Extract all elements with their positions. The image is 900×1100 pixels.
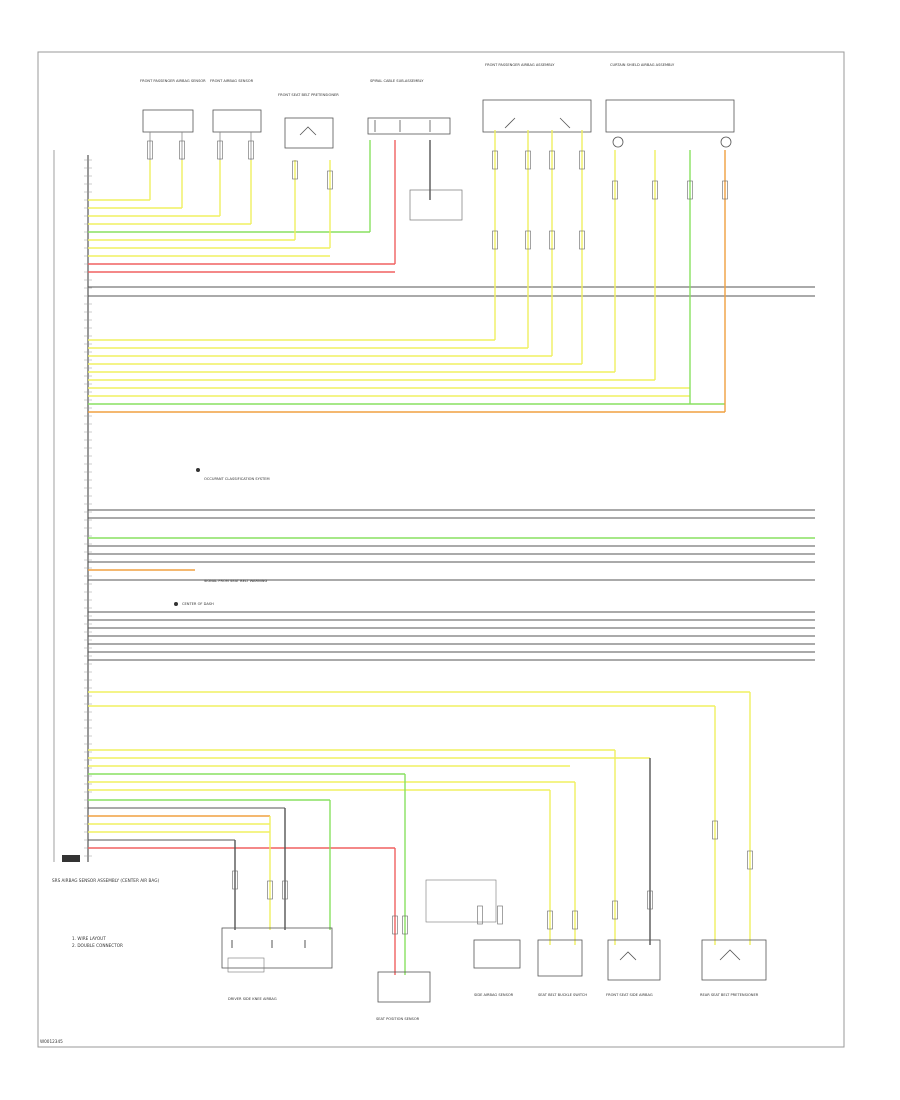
connector-marker-3 (248, 140, 254, 160)
svg-text:SPIRAL CABLE SUB-ASSEMBLY: SPIRAL CABLE SUB-ASSEMBLY (370, 79, 424, 83)
bottom-label-3: SEAT BELT BUCKLE SWITCH (538, 993, 587, 997)
svg-text:FRONT PASSENGER AIRBAG ASSEMBL: FRONT PASSENGER AIRBAG ASSEMBLY (485, 63, 555, 67)
bottom-label-0: DRIVER SIDE KNEE AIRBAG (228, 997, 277, 1001)
top-component-labels: FRONT PASSENGER AIRBAG SENSOR FRONT AIRB… (140, 63, 675, 97)
connector-marker-27 (267, 880, 273, 900)
connector-marker-16 (687, 180, 693, 200)
bottom-label-1: SEAT POSITION SENSOR (376, 1017, 420, 1021)
connector-marker-1 (179, 140, 185, 160)
connector-marker-23 (547, 910, 553, 930)
connector-marker-26 (282, 880, 288, 900)
top-label-5: CURTAIN SHIELD AIRBAG ASSEMBLY (610, 63, 675, 67)
legend-item-0: 1. WIRE LAYOUT (72, 936, 106, 941)
svg-text:SEAT POSITION SENSOR: SEAT POSITION SENSOR (376, 1017, 420, 1021)
top-label-2: FRONT SEAT BELT PRETENSIONER (278, 93, 339, 97)
legend-item-1: 2. DOUBLE CONNECTOR (72, 943, 123, 948)
svg-text:W0012345: W0012345 (40, 1039, 63, 1044)
top-component-front-airbag-sensor (212, 109, 262, 162)
svg-text:CENTER OF DASH: CENTER OF DASH (182, 602, 214, 606)
connector-marker-28 (232, 870, 238, 890)
bottom-label-2: SIDE AIRBAG SENSOR (474, 993, 514, 997)
connector-marker-12 (549, 230, 555, 250)
connector-marker-19 (747, 850, 753, 870)
top-label-3: SPIRAL CABLE SUB-ASSEMBLY (370, 79, 424, 83)
bottom-component-seat-belt-buckle-switch (537, 939, 583, 977)
note-center-of-dash: CENTER OF DASH (182, 602, 214, 606)
svg-text:SRS AIRBAG SENSOR ASSEMBLY (CE: SRS AIRBAG SENSOR ASSEMBLY (CENTER AIR B… (52, 878, 159, 883)
connector-marker-21 (612, 900, 618, 920)
note-seat-belt-warning: SIGNAL FROM SEAT BELT WARNING (204, 579, 267, 583)
connector-marker-10 (492, 230, 498, 250)
svg-text:SEAT BELT BUCKLE SWITCH: SEAT BELT BUCKLE SWITCH (538, 993, 587, 997)
connector-marker-8 (549, 150, 555, 170)
bottom-component-rear-pretensioner (701, 939, 767, 981)
svg-text:1. WIRE LAYOUT: 1. WIRE LAYOUT (72, 936, 106, 941)
svg-text:FRONT SEAT BELT PRETENSIONER: FRONT SEAT BELT PRETENSIONER (278, 93, 339, 97)
top-component-front-passenger-airbag-assembly (482, 99, 592, 133)
connector-marker-20 (647, 890, 653, 910)
connector-marker-14 (612, 180, 618, 200)
connector-marker-7 (525, 150, 531, 170)
svg-text:DRIVER SIDE KNEE AIRBAG: DRIVER SIDE KNEE AIRBAG (228, 997, 277, 1001)
top-label-0: FRONT PASSENGER AIRBAG SENSOR (140, 79, 206, 83)
top-component-spiral-cable (367, 117, 463, 221)
diagram-border (37, 51, 845, 1048)
vertical-wires (149, 130, 751, 975)
connector-marker-13 (579, 230, 585, 250)
bottom-component-labels: DRIVER SIDE KNEE AIRBAG SEAT POSITION SE… (228, 993, 759, 1021)
top-component-front-passenger-airbag-sensor (142, 109, 194, 162)
connector-marker-29 (477, 905, 483, 925)
svg-text:SIGNAL FROM SEAT BELT WARNING: SIGNAL FROM SEAT BELT WARNING (204, 579, 267, 583)
bottom-component-seat-position-sensor (377, 879, 497, 1003)
horizontal-wires (88, 199, 815, 849)
top-component-curtain-shield-airbag (605, 99, 735, 148)
connector-marker-11 (525, 230, 531, 250)
bottom-component-side-airbag-sensor (473, 939, 521, 969)
connector-marker-15 (652, 180, 658, 200)
connector-marker-4 (292, 160, 298, 180)
ecu-label: SRS AIRBAG SENSOR ASSEMBLY (CENTER AIR B… (52, 878, 159, 883)
wire-connector-markers (147, 140, 753, 935)
connector-marker-22 (572, 910, 578, 930)
top-label-4: FRONT PASSENGER AIRBAG ASSEMBLY (485, 63, 555, 67)
svg-text:2. DOUBLE CONNECTOR: 2. DOUBLE CONNECTOR (72, 943, 123, 948)
connector-marker-30 (497, 905, 503, 925)
svg-text:SIDE AIRBAG SENSOR: SIDE AIRBAG SENSOR (474, 993, 514, 997)
connector-marker-6 (492, 150, 498, 170)
bottom-component-front-seat-side-airbag (607, 939, 661, 981)
svg-text:FRONT AIRBAG SENSOR: FRONT AIRBAG SENSOR (210, 79, 254, 83)
note-occupant: OCCUPANT CLASSIFICATION SYSTEM (204, 477, 270, 481)
connector-marker-0 (147, 140, 153, 160)
connector-marker-9 (579, 150, 585, 170)
ecu-connector-block (53, 150, 89, 862)
top-label-1: FRONT AIRBAG SENSOR (210, 79, 254, 83)
svg-text:OCCUPANT CLASSIFICATION SYSTEM: OCCUPANT CLASSIFICATION SYSTEM (204, 477, 270, 481)
middle-notes: OCCUPANT CLASSIFICATION SYSTEM SIGNAL FR… (174, 468, 270, 606)
bottom-label-5: REAR SEAT BELT PRETENSIONER (700, 993, 759, 997)
figure-id: W0012345 (40, 1039, 63, 1044)
connector-marker-17 (722, 180, 728, 200)
svg-text:FRONT PASSENGER AIRBAG SENSOR: FRONT PASSENGER AIRBAG SENSOR (140, 79, 206, 83)
connector-marker-18 (712, 820, 718, 840)
svg-text:REAR SEAT BELT PRETENSIONER: REAR SEAT BELT PRETENSIONER (700, 993, 759, 997)
bottom-label-4: FRONT SEAT SIDE AIRBAG (606, 993, 653, 997)
bottom-component-knee-airbag (221, 927, 333, 973)
svg-text:FRONT SEAT SIDE AIRBAG: FRONT SEAT SIDE AIRBAG (606, 993, 653, 997)
connector-marker-2 (217, 140, 223, 160)
connector-marker-25 (392, 915, 398, 935)
top-component-front-seat-belt-pretensioner (284, 117, 334, 149)
connector-marker-24 (402, 915, 408, 935)
connector-marker-5 (327, 170, 333, 190)
svg-text:CURTAIN SHIELD AIRBAG ASSEMBLY: CURTAIN SHIELD AIRBAG ASSEMBLY (610, 63, 675, 67)
